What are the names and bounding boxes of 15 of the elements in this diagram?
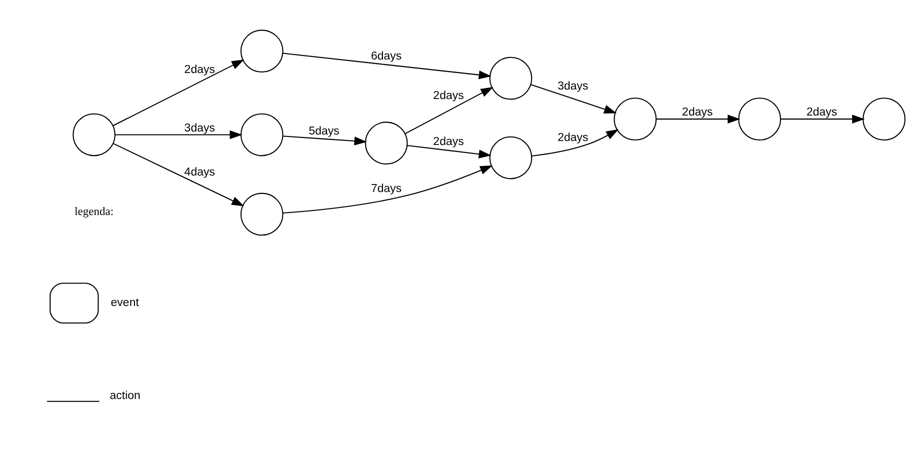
edge-label: 2days	[184, 63, 216, 76]
edge-label: 3days	[184, 122, 216, 134]
edge-label: 2days	[682, 106, 713, 118]
legend-label: action	[110, 390, 140, 402]
edge-label: 2days	[433, 89, 464, 102]
legend-label: event	[110, 296, 139, 309]
edge-label: 4days	[184, 166, 216, 178]
edge-label: 2days	[433, 136, 464, 148]
edge-label: 3days	[558, 80, 588, 92]
edge-label: 7days	[370, 182, 402, 195]
label: legenda:	[74, 206, 114, 218]
edge-label: 5days	[308, 125, 340, 138]
edge-label: 2days	[806, 106, 838, 118]
edge-label: 2days	[558, 131, 588, 144]
edge-label: 6days	[370, 50, 402, 62]
